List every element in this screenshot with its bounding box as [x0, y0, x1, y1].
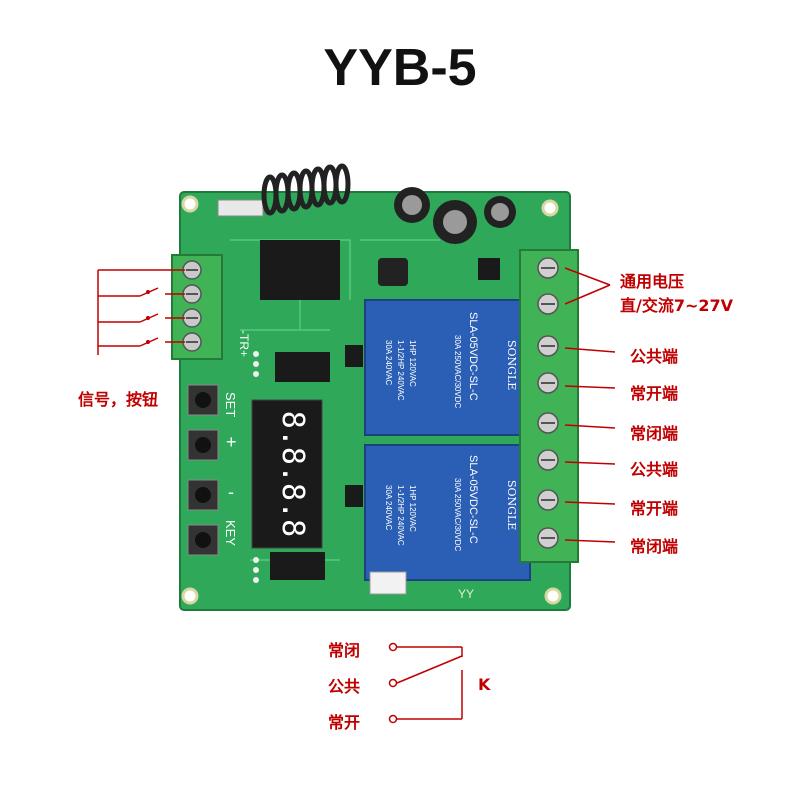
silk-minus: - [228, 482, 234, 502]
silk-tr: -TR+ [237, 330, 251, 357]
relay2-brand: SONGLE [505, 480, 518, 530]
terminal-label-nc-2: 常闭端 [630, 537, 679, 556]
terminal-label-common-2: 公共端 [630, 460, 679, 479]
silk-bottom: YY [458, 587, 474, 601]
relay1-rating4: 30A 240VAC [384, 340, 393, 385]
schematic-k-label: K [478, 675, 491, 694]
relay-1: SONGLE SLA-05VDC-SL-C 30A 250VAC/30VDC 1… [364, 299, 531, 436]
relay1-rating1: 30A 250VAC/30VDC [453, 335, 462, 408]
signal-wiring [97, 269, 185, 355]
pin-header [253, 351, 259, 583]
relay2-rating1: 30A 250VAC/30VDC [453, 478, 462, 551]
display-digits: 8.8.8.8 [275, 411, 310, 537]
signal-buttons-label: 信号，按钮 [78, 390, 159, 409]
power-label-line2: 直/交流7~27V [620, 296, 734, 315]
terminal-label-common-1: 公共端 [630, 347, 679, 366]
relay2-rating3: 1-1/2HP 240VAC [396, 485, 405, 546]
terminal-label-no-2: 常开端 [630, 499, 679, 518]
output-terminal-block [519, 249, 579, 563]
relay1-model: SLA-05VDC-SL-C [467, 312, 479, 401]
relay2-rating2: 1HP 120VAC [408, 485, 417, 532]
terminal-leader-lines [564, 267, 616, 543]
ic-chips [260, 240, 500, 580]
terminal-label-no-1: 常开端 [630, 384, 679, 403]
relay2-rating4: 30A 240VAC [384, 485, 393, 530]
relay1-brand: SONGLE [505, 340, 518, 390]
relay1-rating2: 1HP 120VAC [408, 340, 417, 387]
terminal-label-nc-1: 常闭端 [630, 424, 679, 443]
mounting-holes [181, 195, 562, 605]
antenna-coil [217, 163, 351, 217]
seven-segment-display: 8.8.8.8 [251, 399, 323, 549]
relay-2: SONGLE SLA-05VDC-SL-C 30A 250VAC/30VDC 1… [364, 444, 531, 581]
product-title: YYB-5 [323, 39, 477, 97]
relay1-rating3: 1-1/2HP 240VAC [396, 340, 405, 401]
silk-set: SET [223, 392, 238, 417]
relay-schematic [388, 642, 463, 724]
schematic-common-label: 公共 [328, 677, 361, 696]
schematic-nc-label: 常闭 [328, 641, 361, 660]
silk-plus: + [226, 432, 237, 452]
inductor [378, 258, 408, 286]
white-connector [369, 571, 407, 595]
silk-key: KEY [223, 520, 238, 546]
push-buttons [187, 384, 219, 556]
capacitors [394, 187, 516, 244]
relay2-model: SLA-05VDC-SL-C [467, 455, 479, 544]
power-label-line1: 通用电压 [620, 272, 685, 291]
schematic-no-label: 常开 [328, 713, 361, 732]
